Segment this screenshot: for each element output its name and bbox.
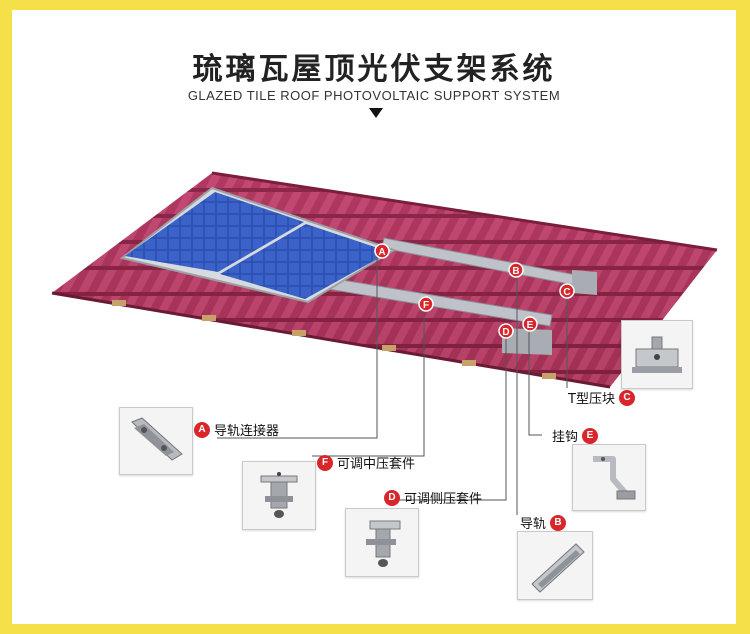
badge-a: A xyxy=(194,421,210,438)
leader-a xyxy=(217,256,378,439)
roof-ridge xyxy=(211,171,718,252)
label-hook-text: 挂钩 xyxy=(552,430,579,445)
label-rail: 导轨 B xyxy=(520,513,567,532)
batten-6 xyxy=(542,373,556,379)
rail-connector-image xyxy=(131,417,183,461)
label-t-clamp-text: T型压块 xyxy=(568,392,615,407)
label-rail-connector-text: 导轨连接器 xyxy=(214,424,280,439)
solar-panel-left xyxy=(125,192,304,272)
badge-d: D xyxy=(384,489,400,506)
rail-end-upper xyxy=(572,270,597,295)
page-subtitle: GLAZED TILE ROOF PHOTOVOLTAIC SUPPORT SY… xyxy=(187,88,561,103)
roof-illustration: A B C D E F xyxy=(51,171,718,515)
end-clamp-image xyxy=(366,520,401,567)
leader-f xyxy=(312,308,425,457)
marker-e-text: E xyxy=(527,320,534,331)
batten-2 xyxy=(202,315,216,321)
marker-b: B xyxy=(508,262,524,278)
rail-image xyxy=(531,543,585,593)
label-t-clamp: T型压块 C xyxy=(568,388,635,407)
badge-e: E xyxy=(582,427,599,444)
marker-f: F xyxy=(418,296,434,312)
label-end-clamp-text: 可调侧压套件 xyxy=(404,492,483,507)
t-clamp-image xyxy=(632,336,682,373)
marker-c-text: C xyxy=(563,287,570,298)
leader-d xyxy=(397,332,507,501)
solar-panel-right xyxy=(220,224,390,299)
marker-a-text: A xyxy=(378,247,385,258)
down-arrow-icon xyxy=(369,108,383,118)
badge-f: F xyxy=(317,454,333,471)
marker-e: E xyxy=(522,316,538,332)
thumb-t-clamp xyxy=(621,320,693,389)
roof-shading xyxy=(52,173,717,387)
marker-d-text: D xyxy=(502,327,509,338)
label-mid-clamp: F 可调中压套件 xyxy=(317,453,415,472)
marker-d: D xyxy=(498,323,514,339)
label-mid-clamp-text: 可调中压套件 xyxy=(337,457,416,472)
label-rail-text: 导轨 xyxy=(520,517,547,532)
thumb-hook xyxy=(572,444,646,511)
mid-clamp-image xyxy=(260,472,298,518)
thumb-mid-clamp xyxy=(242,461,316,530)
badge-b: B xyxy=(550,514,567,531)
badge-c: C xyxy=(618,389,635,406)
thumb-end-clamp xyxy=(345,508,419,577)
batten-4 xyxy=(382,345,396,351)
batten-1 xyxy=(112,300,126,306)
marker-b-text: B xyxy=(512,266,519,277)
marker-f-text: F xyxy=(423,300,429,311)
label-hook: 挂钩 E xyxy=(552,426,599,445)
marker-a: A xyxy=(374,243,390,259)
thumb-rail-connector xyxy=(119,407,193,475)
thumb-rail xyxy=(517,531,593,600)
diagram-frame: 琉璃瓦屋顶光伏支架系统 GLAZED TILE ROOF PHOTOVOLTAI… xyxy=(12,10,736,624)
label-end-clamp: D 可调侧压套件 xyxy=(384,488,482,507)
label-rail-connector: A 导轨连接器 xyxy=(194,420,279,439)
hook-image xyxy=(593,456,636,500)
marker-c: C xyxy=(559,283,575,299)
page-title: 琉璃瓦屋顶光伏支架系统 xyxy=(192,52,556,87)
rail-end-lower xyxy=(502,328,552,355)
batten-5 xyxy=(462,360,476,366)
leader-e xyxy=(528,328,542,436)
batten-3 xyxy=(292,330,306,336)
